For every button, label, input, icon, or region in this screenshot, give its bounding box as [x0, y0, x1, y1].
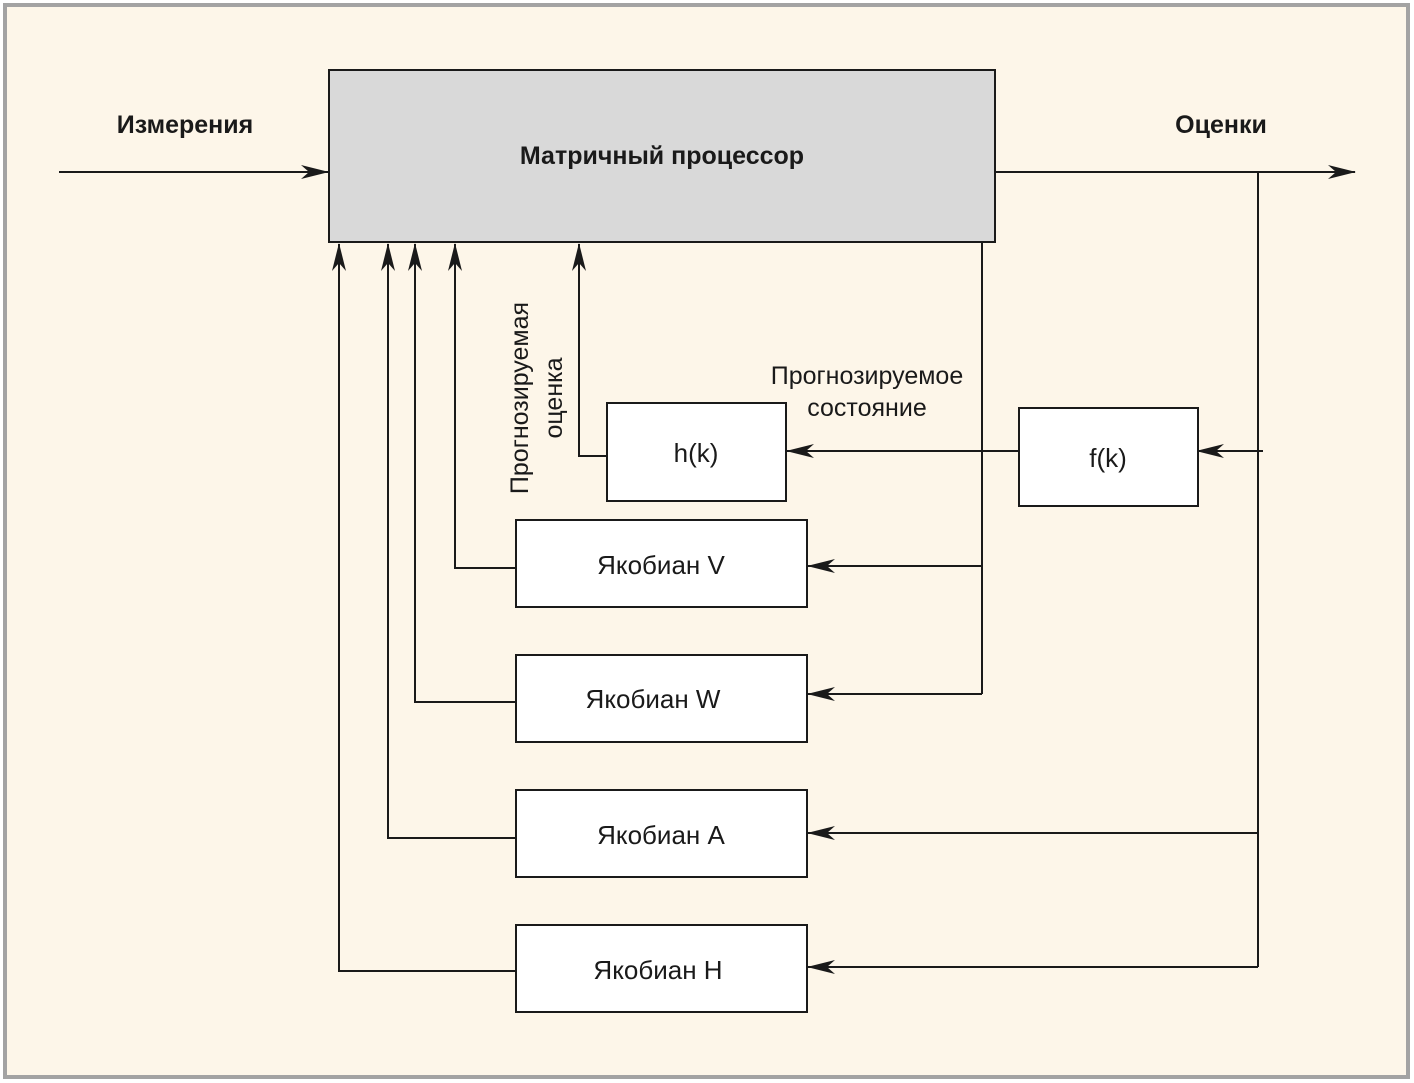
jacobian-v-label: Якобиан V — [597, 550, 725, 580]
jacobian-w-block — [515, 654, 808, 743]
hk-block — [606, 402, 787, 502]
predicted-estimate-label-line2: оценка — [540, 357, 568, 438]
jacobian-w-label: Якобиан W — [586, 684, 721, 714]
fk-label: f(k) — [1089, 443, 1127, 473]
predicted-state-label-line2: состояние — [807, 394, 926, 422]
jacobian-v-to-processor-arrow — [448, 243, 516, 569]
predicted-state-label-line1: Прогнозируемое — [771, 362, 964, 390]
jacobian-a-label: Якобиан A — [597, 820, 725, 850]
jacobian-v-block — [515, 519, 808, 608]
matrix-processor-block — [328, 69, 996, 243]
jacobian-h-block — [515, 924, 808, 1013]
input-label: Измерения — [117, 111, 253, 139]
jacobian-w-to-processor-arrow — [408, 243, 516, 703]
hk-to-processor-arrow — [572, 243, 607, 457]
hk-label: h(k) — [674, 438, 719, 468]
predicted-estimate-label-line1: Прогнозируемая — [506, 302, 534, 494]
jacobian-h-to-processor-arrow — [332, 243, 516, 972]
fk-block — [1018, 407, 1199, 507]
output-label: Оценки — [1175, 111, 1267, 139]
processor-label: Матричный процессор — [520, 142, 804, 170]
connections — [59, 165, 1356, 974]
jacobian-a-block — [515, 789, 808, 878]
jacobian-a-to-processor-arrow — [381, 243, 516, 839]
jacobian-h-label: Якобиан H — [593, 955, 722, 985]
